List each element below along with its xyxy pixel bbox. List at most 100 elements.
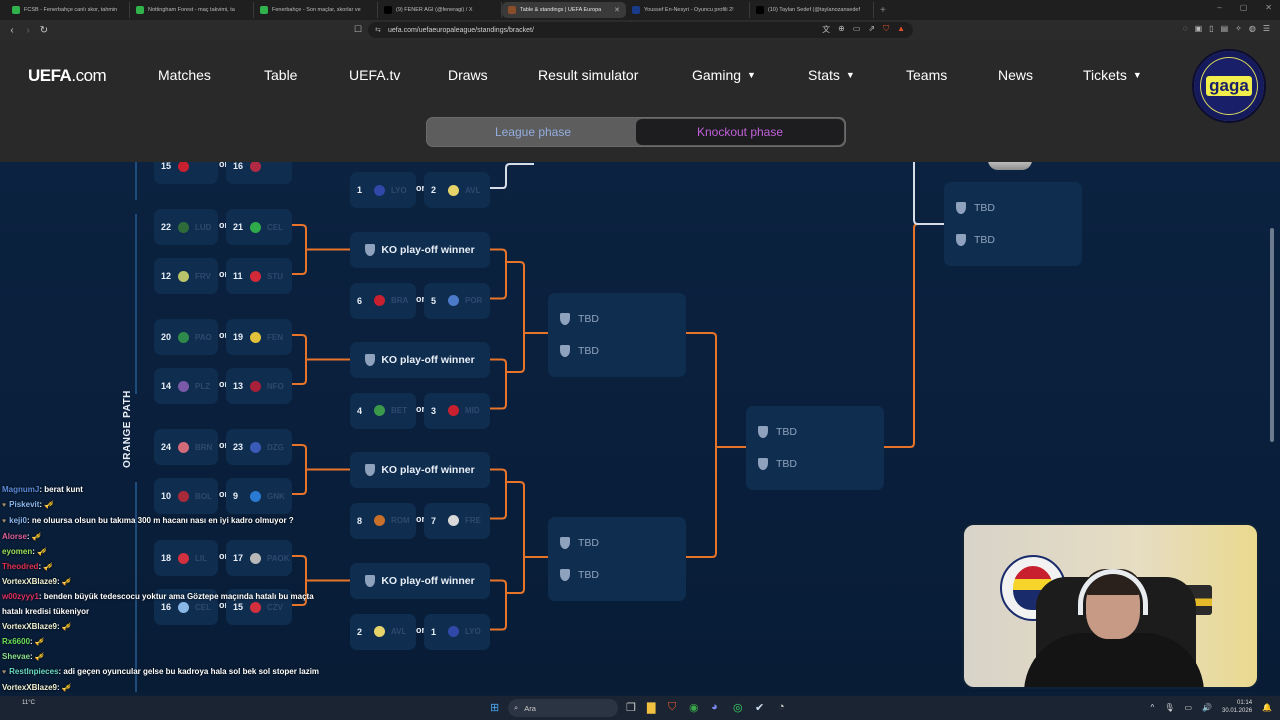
nav-item-news[interactable]: News [998, 67, 1033, 83]
share-icon[interactable]: ⇗ [868, 24, 876, 33]
browser-tab[interactable]: FCSB - Fenerbahçe canlı skor, tahmin [6, 2, 130, 18]
chrome-icon[interactable]: ◉ [689, 702, 699, 714]
team-card[interactable]: 8 ROM [350, 506, 416, 536]
reload-icon[interactable]: ↻ [39, 24, 49, 36]
team-card[interactable]: 24 BRN [154, 432, 218, 462]
team-card[interactable]: 17 PAOK [226, 543, 292, 573]
browser-tab[interactable]: (10) Taylan Sedef (@taylanozansedef [750, 2, 874, 18]
ko-playoff-winner[interactable]: KO play-off winner [350, 564, 490, 598]
nav-item-uefa-tv[interactable]: UEFA.tv [349, 67, 400, 83]
sidebar-icon[interactable]: ▯ [1209, 24, 1214, 33]
team-card[interactable]: 18 LIL [154, 543, 218, 573]
tbd-match-card[interactable] [548, 517, 686, 601]
browser-tab[interactable]: Fenerbahçe - Son maçlar, skorlar ve [254, 2, 378, 18]
team-card[interactable]: 1 LYO [424, 617, 490, 647]
site-settings-icon[interactable]: ⇆ [375, 27, 381, 34]
extension-icon[interactable]: ▣ [1194, 24, 1203, 33]
team-card[interactable]: 10 BOL [154, 481, 218, 511]
translate-icon[interactable]: 文 [822, 25, 831, 34]
new-tab-button[interactable]: + [880, 4, 886, 16]
team-card[interactable]: 3 MID [424, 396, 490, 426]
extension-puzzle-icon[interactable]: ◌ [1182, 24, 1188, 33]
forward-icon[interactable]: › [26, 24, 30, 36]
notifications-icon[interactable]: 🔔 [1262, 702, 1272, 712]
team-card[interactable]: 7 FRE [424, 506, 490, 536]
windows-start-icon[interactable]: ⊞ [490, 702, 500, 714]
wallet-icon[interactable]: ▤ [1220, 24, 1229, 33]
back-icon[interactable]: ‹ [10, 24, 14, 36]
ko-playoff-winner[interactable]: KO play-off winner [350, 453, 490, 487]
tbd-match-card[interactable] [944, 182, 1082, 266]
browser-tab[interactable]: (9) FENER AĞI (@feneragi) / X [378, 2, 502, 18]
zoom-icon[interactable]: ⊕ [838, 24, 845, 33]
weather-widget[interactable]: 11°C [22, 700, 35, 706]
browser-tab[interactable]: Table & standings | UEFA Europa ✕ [502, 2, 626, 18]
team-card[interactable]: 11 STU [226, 261, 292, 291]
subscriber-badge-icon: ♥ [2, 518, 7, 525]
volume-icon[interactable]: 🔊 [1202, 702, 1212, 712]
team-card[interactable]: 20 PAO [154, 322, 218, 352]
taskbar-search[interactable]: ⌕ Ara [508, 699, 618, 717]
uefa-logo[interactable]: UEFA.com [28, 66, 107, 85]
team-card[interactable]: 12 FRV [154, 261, 218, 291]
discord-icon[interactable]: ◕ [711, 701, 718, 713]
file-explorer-icon[interactable]: ▇ [647, 702, 656, 714]
team-card[interactable]: 9 GNK [226, 481, 292, 511]
task-view-icon[interactable]: ❐ [626, 702, 636, 714]
close-tab-icon[interactable]: ✕ [614, 7, 620, 14]
bookmark-icon[interactable]: ☐ [354, 24, 363, 34]
brave-shields-icon[interactable]: ⛉ [883, 24, 890, 33]
team-card[interactable]: 15 CZV [226, 592, 292, 622]
network-icon[interactable]: ▭ [1184, 702, 1193, 712]
team-card[interactable]: 2 AVL [424, 175, 490, 205]
nav-item-table[interactable]: Table [264, 67, 297, 83]
steam-icon[interactable]: ✔ [755, 702, 765, 714]
tray-expand-icon[interactable]: ^ [1150, 702, 1155, 712]
browser-tab[interactable]: Nottingham Forest - maç takvimi, ta [130, 2, 254, 18]
url-input[interactable]: ⇆ uefa.com/uefaeuropaleague/standings/br… [368, 22, 913, 38]
league-phase-tab[interactable]: League phase [494, 125, 572, 139]
minimize-button[interactable]: – [1217, 3, 1222, 12]
team-card[interactable]: 4 BET [350, 396, 416, 426]
nav-item-result-simulator[interactable]: Result simulator [538, 67, 638, 83]
nav-item-draws[interactable]: Draws [448, 67, 488, 83]
team-card[interactable]: 13 NFO [226, 371, 292, 401]
team-card[interactable]: 2 AVL [350, 617, 416, 647]
brave-browser-icon[interactable]: ⛉ [668, 701, 677, 713]
team-card[interactable]: 19 FEN [226, 322, 292, 352]
browser-tab[interactable]: Youssef En-Nesyri - Oyuncu profili 2! [626, 2, 750, 18]
nav-item-tickets[interactable]: Tickets▼ [1083, 67, 1142, 83]
whatsapp-icon[interactable]: ◎ [733, 702, 743, 714]
nav-item-stats[interactable]: Stats▼ [808, 67, 855, 83]
page-scrollbar[interactable] [1270, 228, 1274, 442]
tbd-match-card[interactable] [746, 406, 884, 490]
obs-icon[interactable]: ◔ [778, 701, 785, 713]
team-card[interactable]: 14 PLZ [154, 371, 218, 401]
ko-playoff-winner[interactable]: KO play-off winner [350, 233, 490, 267]
ko-playoff-winner[interactable]: KO play-off winner [350, 343, 490, 377]
cast-icon[interactable]: ▭ [852, 24, 861, 33]
or-label: or [416, 513, 425, 524]
nav-item-teams[interactable]: Teams [906, 67, 947, 83]
team-card[interactable]: 21 CEL [226, 212, 292, 242]
nav-item-matches[interactable]: Matches [158, 67, 211, 83]
team-card[interactable]: 6 BRA [350, 286, 416, 316]
maximize-button[interactable]: ▢ [1239, 3, 1248, 12]
leo-icon[interactable]: ✧ [1235, 24, 1242, 33]
vpn-icon[interactable]: ◍ [1248, 24, 1256, 33]
menu-icon[interactable]: ☰ [1262, 24, 1270, 33]
team-card[interactable]: 15 [154, 162, 218, 181]
team-card[interactable]: 23 DZG [226, 432, 292, 462]
team-card[interactable]: 5 POR [424, 286, 490, 316]
close-window-button[interactable]: ✕ [1265, 3, 1272, 12]
team-card[interactable]: 22 LUD [154, 212, 218, 242]
microphone-icon[interactable]: 🎙 [1164, 702, 1175, 712]
brave-rewards-icon[interactable]: ▲ [897, 24, 905, 33]
nav-item-gaming[interactable]: Gaming▼ [692, 67, 756, 83]
tbd-match-card[interactable] [548, 293, 686, 377]
team-card[interactable]: 1 LYO [350, 175, 416, 205]
knockout-phase-tab[interactable]: Knockout phase [636, 119, 844, 145]
team-card[interactable]: 16 [226, 162, 292, 181]
team-card[interactable]: 16 CEL [154, 592, 218, 622]
